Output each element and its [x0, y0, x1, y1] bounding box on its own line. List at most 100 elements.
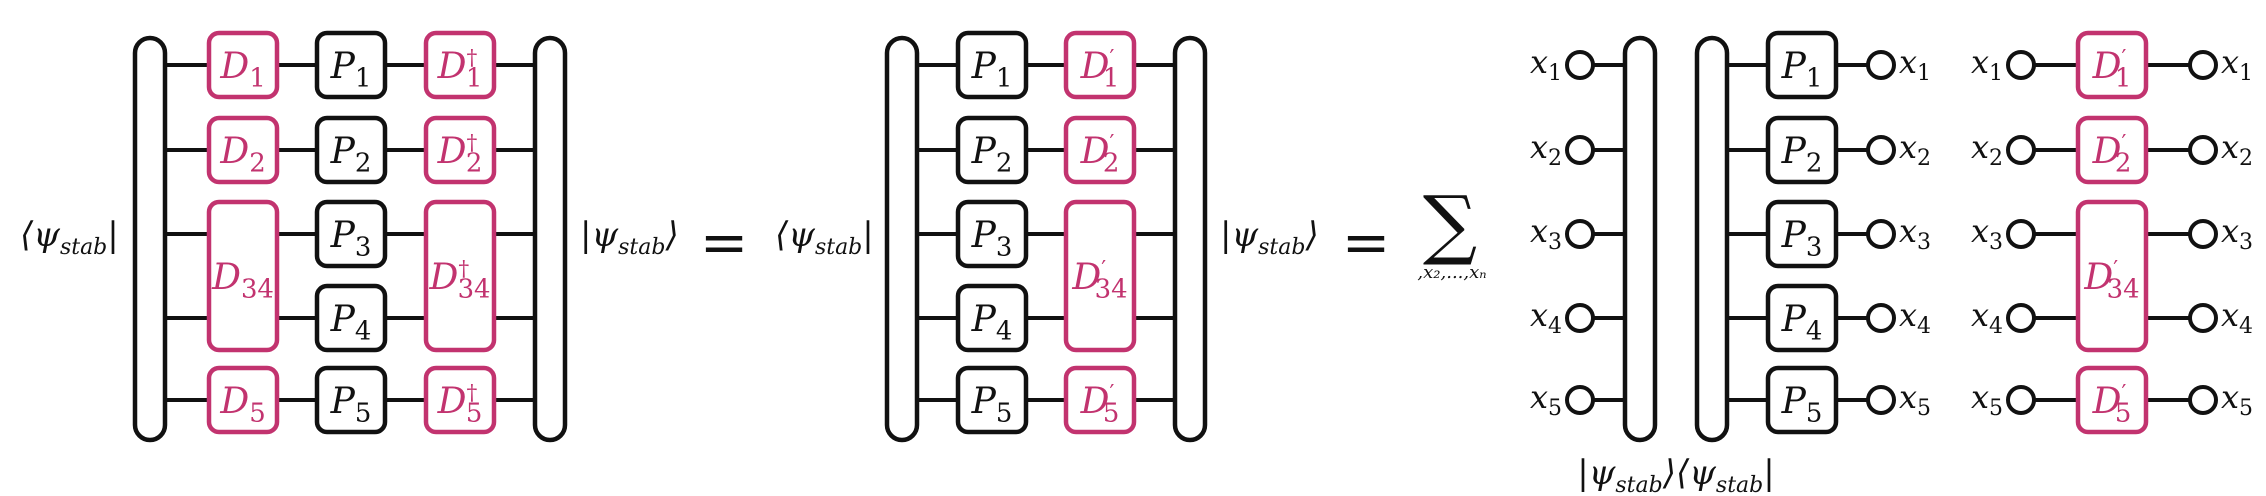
bra-x-label-index: 2: [1917, 146, 1931, 171]
d-in-x-label-index: 1: [1989, 61, 2003, 86]
d-gate: [206, 30, 280, 100]
gate-label-sup: ′: [1110, 45, 1115, 70]
p-gate: [314, 199, 388, 269]
ket-label-main: |ψ: [580, 215, 618, 255]
d-in-x-label: x2: [1971, 128, 2003, 171]
gate-label-base: D: [1080, 381, 1110, 422]
d-in-x-label: x1: [1971, 43, 2003, 86]
gate-label-sub: 4: [996, 317, 1012, 347]
gate-label: P5: [330, 381, 372, 429]
ket-x-label-index: 3: [1548, 230, 1562, 255]
gate-label-base: P: [330, 299, 356, 340]
gate-label-sub: 34: [241, 275, 274, 305]
gate-label-sup: †: [467, 45, 478, 70]
gate-label-sub: 4: [1806, 317, 1822, 347]
d-gate: [206, 199, 280, 353]
gate-label-base: D: [219, 131, 249, 172]
p-gate: [314, 365, 388, 435]
ket-state-bar: [1622, 35, 1658, 443]
gate-label-base: D: [2092, 131, 2122, 172]
p-gate: [314, 115, 388, 185]
gate-label-sup: ′: [1110, 380, 1115, 405]
d-in-x-label-index: 5: [1989, 396, 2003, 421]
gate-label: P3: [1781, 215, 1823, 263]
d-out-x-label-index: 5: [2239, 396, 2253, 421]
gate-label-base: P: [330, 46, 356, 87]
left-state-bar: [132, 35, 168, 443]
ket-label-close: ⟩: [1304, 215, 1318, 255]
bra-x-label: x3: [1899, 212, 1931, 255]
gate-label: P5: [971, 381, 1013, 429]
gate-label-sup: ′: [2122, 130, 2127, 155]
gate-label-sub: 1: [355, 64, 371, 94]
gate-label: P2: [1781, 131, 1823, 179]
gate-label-base: P: [330, 131, 356, 172]
gate-label-sub: 3: [355, 233, 371, 263]
bra-open-node: [1866, 50, 1896, 80]
projector-label-part: stab: [1716, 473, 1763, 496]
p-gate: [955, 199, 1029, 269]
bra-label-sub: stab: [60, 235, 107, 260]
gate-label-sup: †: [458, 256, 469, 281]
bra-label-close: |: [107, 215, 118, 255]
d-in-x-label: x4: [1971, 296, 2003, 339]
d-in-x-label: x3: [1971, 212, 2003, 255]
ket-x-label-index: 5: [1548, 396, 1562, 421]
gate-label-base: P: [330, 215, 356, 256]
ket-x-label-var: x: [1530, 296, 1548, 334]
gate-label-sub: 34: [1095, 275, 1128, 305]
gate-label-base: P: [971, 46, 997, 87]
ket-open-node: [1565, 385, 1595, 415]
d-prime-gate: [2075, 115, 2149, 185]
gate-label-sup: †: [467, 130, 478, 155]
gate-label: P5: [1781, 381, 1823, 429]
bra-x-label-var: x: [1899, 43, 1917, 81]
bra-label: ⟨ψstab|: [20, 215, 119, 260]
d-out-x-label: x3: [2221, 212, 2253, 255]
gate-label-sub: 5: [355, 399, 371, 429]
bra-label-sub: stab: [815, 235, 862, 260]
gate-label-base: P: [971, 215, 997, 256]
gate-label-base: P: [1781, 215, 1807, 256]
p-gate: [955, 115, 1029, 185]
p-gate: [955, 30, 1029, 100]
d-in-open-node: [2006, 219, 2036, 249]
gate-label-sub: 2: [466, 149, 482, 179]
gate-label-base: P: [971, 381, 997, 422]
gate-label: P4: [330, 299, 372, 347]
gate-label: D†34: [428, 256, 490, 304]
ket-label-close: ⟩: [664, 215, 678, 255]
ket-open-node: [1565, 219, 1595, 249]
gate-label-base: D: [1080, 131, 1110, 172]
bra-open-node: [1866, 303, 1896, 333]
d-prime-gate: [1063, 365, 1137, 435]
d-out-x-label-var: x: [2221, 43, 2239, 81]
d-in-x-label-var: x: [1971, 378, 1989, 416]
p-gate: [1765, 365, 1839, 435]
gate-label: P4: [1781, 299, 1823, 347]
gate-label-sub: 5: [2115, 399, 2131, 429]
gate-label-base: D: [437, 46, 467, 87]
gate-label: D5: [219, 381, 265, 429]
d-out-open-node: [2188, 135, 2218, 165]
summation-subscript: ,x₂,...,xₙ: [1417, 262, 1486, 283]
ket-x-label-var: x: [1530, 128, 1548, 166]
gate-label-sub: 2: [2115, 149, 2131, 179]
gate-label: D′2: [1080, 130, 1120, 178]
gate-label-sup: ′: [2122, 380, 2127, 405]
gate-label: P1: [330, 46, 372, 94]
gate-label: D1: [219, 46, 265, 94]
gate-label: D′34: [1071, 256, 1127, 304]
bra-x-label: x2: [1899, 128, 1931, 171]
bra-open-node: [1866, 135, 1896, 165]
d-out-x-label-var: x: [2221, 296, 2239, 334]
gate-label-sub: 2: [1806, 149, 1822, 179]
gate-label-base: P: [1781, 381, 1807, 422]
d-in-x-label-index: 4: [1989, 314, 2003, 339]
d-in-x-label-var: x: [1971, 43, 1989, 81]
ket-x-label: x4: [1530, 296, 1562, 339]
d-out-x-label-index: 2: [2239, 146, 2253, 171]
d-out-open-node: [2188, 303, 2218, 333]
gate-label: D′1: [2092, 45, 2132, 93]
d-out-x-label-index: 3: [2239, 230, 2253, 255]
